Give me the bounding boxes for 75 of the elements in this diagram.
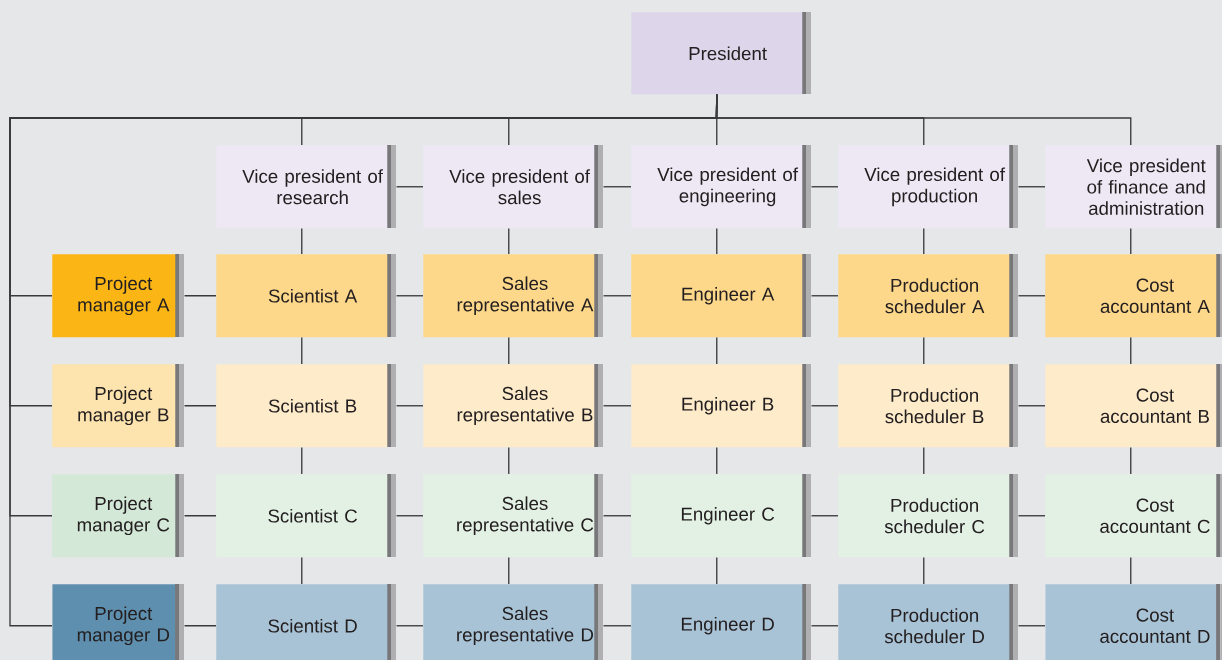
connector-line	[923, 446, 925, 475]
connector-line	[395, 515, 424, 517]
connector-line	[602, 295, 632, 297]
position-box: Scientist C	[216, 474, 396, 558]
position-box: Cost accountant D	[1045, 584, 1222, 660]
connector-line	[9, 93, 718, 627]
connector-line	[1130, 556, 1132, 585]
position-box: Scientist D	[216, 584, 396, 660]
position-box: Scientist A	[216, 254, 396, 338]
position-box: Engineer B	[631, 364, 811, 448]
connector-line	[1017, 515, 1046, 517]
position-box: Engineer D	[631, 584, 811, 660]
position-box: Engineer A	[631, 254, 811, 338]
connector-line	[395, 405, 424, 407]
position-box: Cost accountant C	[1045, 474, 1222, 558]
connector-line	[395, 295, 424, 297]
vp-box: Vice president of sales	[423, 145, 603, 229]
connector-line	[602, 625, 632, 627]
position-box: Sales representative B	[423, 364, 603, 448]
connector-line	[810, 186, 839, 188]
connector-line	[923, 556, 925, 585]
connector-line	[508, 446, 510, 475]
connector-line	[810, 295, 839, 297]
position-box: Production scheduler C	[838, 474, 1018, 558]
connector-line	[1130, 336, 1132, 365]
connector-line	[810, 405, 839, 407]
vp-box: Vice president of research	[216, 145, 396, 229]
connector-line	[716, 336, 718, 365]
position-box: Scientist B	[216, 364, 396, 448]
connector-line	[1017, 295, 1046, 297]
position-box: Production scheduler A	[838, 254, 1018, 338]
position-box: Sales representative D	[423, 584, 603, 660]
position-box: Cost accountant B	[1045, 364, 1222, 448]
connector-line	[508, 556, 510, 585]
connector-line	[923, 227, 925, 255]
connector-line	[1017, 625, 1046, 627]
connector-line	[301, 227, 303, 255]
project-manager-box: Project manager C	[52, 474, 184, 558]
position-box: Engineer C	[631, 474, 811, 558]
connector-line	[716, 556, 718, 585]
connector-line	[183, 405, 217, 407]
vp-box: Vice president of finance and administration	[1045, 145, 1222, 229]
connector-line	[923, 336, 925, 365]
position-box: Sales representative A	[423, 254, 603, 338]
connector-line	[716, 446, 718, 475]
connector-line	[508, 336, 510, 365]
connector-line	[183, 625, 217, 627]
connector-line	[183, 295, 217, 297]
vp-box: Vice president of engineering	[631, 145, 811, 229]
connector-line	[301, 336, 303, 365]
connector-line	[602, 515, 632, 517]
connector-line	[1130, 446, 1132, 475]
connector-line	[810, 515, 839, 517]
connector-line	[301, 446, 303, 475]
vp-box: Vice president of production	[838, 145, 1018, 229]
connector-line	[716, 227, 718, 255]
connector-line	[1130, 227, 1132, 255]
position-box: Sales representative C	[423, 474, 603, 558]
connector-line	[1017, 405, 1046, 407]
position-box: Cost accountant A	[1045, 254, 1222, 338]
position-box: Production scheduler D	[838, 584, 1018, 660]
connector-line	[395, 625, 424, 627]
connector-line	[395, 186, 424, 188]
connector-line	[508, 227, 510, 255]
project-manager-box: Project manager D	[52, 584, 184, 660]
connector-line	[301, 556, 303, 585]
connector-line	[602, 186, 632, 188]
connector-line	[1017, 186, 1046, 188]
connector-line	[810, 625, 839, 627]
project-manager-box: Project manager B	[52, 364, 184, 448]
position-box: Production scheduler B	[838, 364, 1018, 448]
connector-line	[602, 405, 632, 407]
connector-line	[183, 515, 217, 517]
project-manager-box: Project manager A	[52, 254, 184, 338]
president-box: President	[631, 12, 811, 95]
